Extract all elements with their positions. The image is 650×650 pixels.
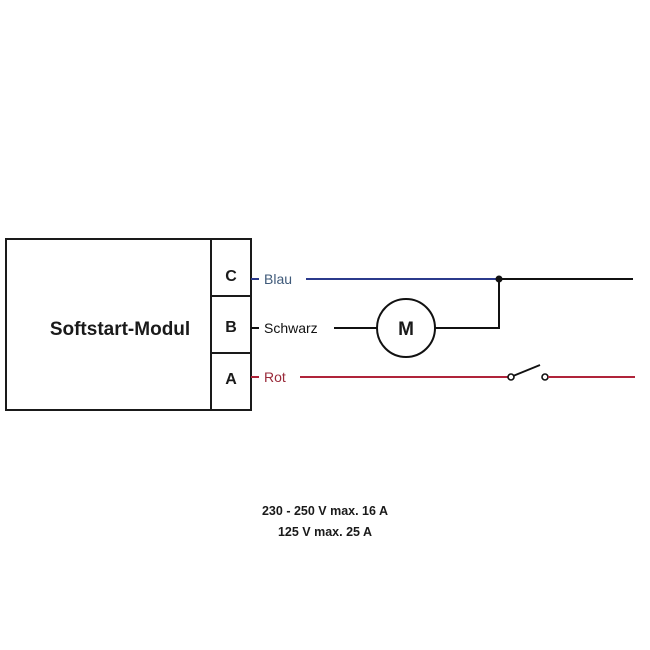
wire-label-schwarz: Schwarz	[264, 320, 318, 336]
switch-lever	[512, 364, 541, 377]
wire-motor-return	[435, 279, 500, 329]
terminal-b-label: B	[225, 319, 237, 336]
module-title: Softstart-Modul	[50, 319, 190, 340]
wire-label-blau: Blau	[264, 271, 292, 287]
switch-contact-right	[541, 373, 549, 381]
terminal-c-label: C	[225, 268, 237, 285]
spec-line-1: 230 - 250 V max. 16 A	[262, 504, 388, 518]
switch-contact-left	[507, 373, 515, 381]
wire-label-rot: Rot	[264, 369, 286, 385]
terminal-a-label: A	[225, 371, 237, 388]
terminal-block	[210, 238, 252, 411]
motor-label: M	[398, 319, 414, 340]
spec-line-2: 125 V max. 25 A	[278, 525, 372, 539]
